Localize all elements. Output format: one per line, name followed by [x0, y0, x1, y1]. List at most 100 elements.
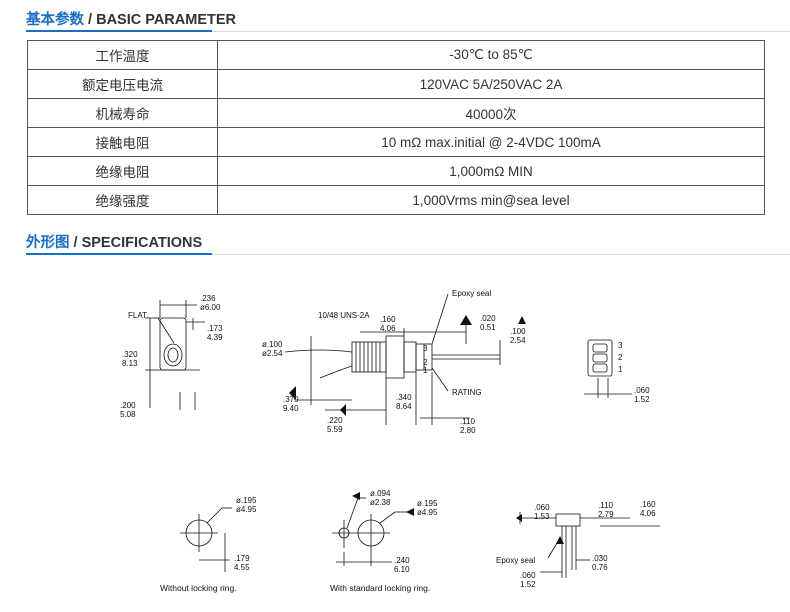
param-label: 绝缘电阻 [27, 156, 218, 186]
flat-label: FLAT [128, 311, 147, 320]
hex-nut [385, 335, 405, 379]
pc-terminal-detail: .060 1.53 .110 2.79 .160 4.06 Epoxy seal… [496, 500, 660, 589]
leader-line [346, 497, 359, 529]
thread-label: 10/48 UNS-2A [318, 311, 370, 320]
dim-text: 2.54 [510, 336, 526, 345]
dim-text: .240 [394, 556, 410, 565]
leader-line [431, 367, 449, 392]
rating-label: RATING [452, 388, 482, 397]
dim-arrow [556, 536, 564, 544]
dim-text: ø6.00 [200, 303, 221, 312]
dim-text: 5.08 [120, 410, 136, 419]
epoxy-seal-label: Epoxy seal [496, 556, 535, 565]
specifications-heading: 外形图 / SPECIFICATIONS [26, 231, 202, 252]
param-value: 1,000Vrms min@sea level [217, 185, 765, 215]
panel-cutout-with-ring: ø.094 ø2.38 ø.195 ø4.95 .240 6.10 With s… [330, 489, 438, 593]
dim-text: ø4.95 [417, 508, 438, 517]
table-row: 机械寿命 40000次 [27, 98, 765, 128]
dim-text: .100 [510, 327, 526, 336]
dim-arrow [518, 316, 526, 324]
dim-text: .220 [327, 416, 343, 425]
param-label: 额定电压电流 [27, 69, 218, 99]
dim-text: .030 [592, 554, 608, 563]
param-value: -30℃ to 85℃ [217, 40, 765, 70]
switch-frame [403, 341, 417, 373]
basic-title-separator: / [88, 12, 93, 28]
dim-text: 2.79 [598, 510, 614, 519]
terminal-number: 3 [618, 341, 623, 350]
param-label: 绝缘强度 [27, 185, 218, 215]
epoxy-seal-label: Epoxy seal [452, 289, 491, 298]
dim-text: .160 [380, 315, 396, 324]
dim-text: .060 [634, 386, 650, 395]
dim-text: .160 [640, 500, 656, 509]
dim-text: .060 [534, 503, 550, 512]
terminal-number: 2 [618, 353, 623, 362]
specs-title-separator: / [73, 235, 78, 251]
param-value: 40000次 [217, 98, 765, 128]
dim-text: 4.06 [380, 324, 396, 333]
dim-text: ø.100 [262, 340, 283, 349]
table-row: 工作温度 -30℃ to 85℃ [27, 40, 765, 70]
dim-arrow [460, 315, 472, 325]
basic-parameter-heading: 基本参数 / BASIC PARAMETER [26, 8, 236, 29]
dim-text: ø4.95 [236, 505, 257, 514]
dim-text: 9.40 [283, 404, 299, 413]
param-value: 1,000mΩ MIN [217, 156, 765, 186]
dim-text: .236 [200, 294, 216, 303]
threaded-bushing [351, 341, 387, 373]
specs-heading-accent [26, 253, 212, 255]
dim-text: 4.39 [207, 333, 223, 342]
dim-text: 4.55 [234, 563, 250, 572]
dim-text: .179 [234, 554, 250, 563]
front-view: FLAT .236 ø6.00 .173 4.39 .320 8.13 .200… [120, 294, 223, 419]
thread-hatching [355, 342, 381, 372]
dim-text: ø2.38 [370, 498, 391, 507]
dim-arrow [340, 404, 346, 416]
leader-line [431, 293, 449, 345]
lever-lower-edge [319, 365, 353, 379]
dim-text: 0.76 [592, 563, 608, 572]
dim-text: .173 [207, 324, 223, 333]
leader-line [206, 507, 223, 524]
pin-number: 1 [423, 366, 428, 375]
param-value: 120VAC 5A/250VAC 2A [217, 69, 765, 99]
pin-number: 3 [423, 344, 428, 353]
dim-text: 5.59 [327, 425, 343, 434]
terminal-slot [592, 353, 608, 363]
basic-title-cn: 基本参数 [26, 12, 84, 28]
dim-arrow [352, 492, 360, 500]
panel-caption: With standard locking ring. [330, 583, 430, 593]
dim-text: ø2.54 [262, 349, 283, 358]
dim-text: .200 [120, 401, 136, 410]
pin-number: 2 [423, 358, 428, 367]
param-label: 工作温度 [27, 40, 218, 70]
specs-title-cn: 外形图 [26, 235, 70, 251]
dim-text: .320 [122, 350, 138, 359]
specs-title-en: SPECIFICATIONS [81, 235, 203, 251]
table-row: 绝缘强度 1,000Vrms min@sea level [27, 185, 765, 215]
terminal-slot [592, 343, 608, 353]
dim-text: ø.195 [417, 499, 438, 508]
dim-text: .340 [396, 393, 412, 402]
dim-text: ø.094 [370, 489, 391, 498]
panel-cutout-without-ring: ø.195 ø4.95 .179 4.55 Without locking ri… [160, 496, 257, 593]
dim-text: ø.195 [236, 496, 257, 505]
specs-heading-rule [26, 254, 790, 255]
dim-arrow [289, 386, 296, 400]
dim-text: .370 [283, 395, 299, 404]
dim-arrow [516, 514, 522, 522]
terminal-slot [592, 363, 608, 373]
panel-caption: Without locking ring. [160, 583, 237, 593]
terminal-housing [587, 339, 613, 377]
basic-heading-accent [26, 30, 212, 32]
dim-text: 1.53 [534, 512, 550, 521]
dim-text: 1.52 [520, 580, 536, 589]
technical-drawing: FLAT .236 ø6.00 .173 4.39 .320 8.13 .200… [120, 289, 660, 593]
dim-text: 4.06 [640, 509, 656, 518]
parameter-table: 工作温度 -30℃ to 85℃ 额定电压电流 120VAC 5A/250VAC… [27, 40, 765, 215]
table-row: 接触电阻 10 mΩ max.initial @ 2-4VDC 100mA [27, 127, 765, 157]
param-value: 10 mΩ max.initial @ 2-4VDC 100mA [217, 127, 765, 157]
dim-text: 1.52 [634, 395, 650, 404]
dim-text: .110 [598, 501, 614, 510]
